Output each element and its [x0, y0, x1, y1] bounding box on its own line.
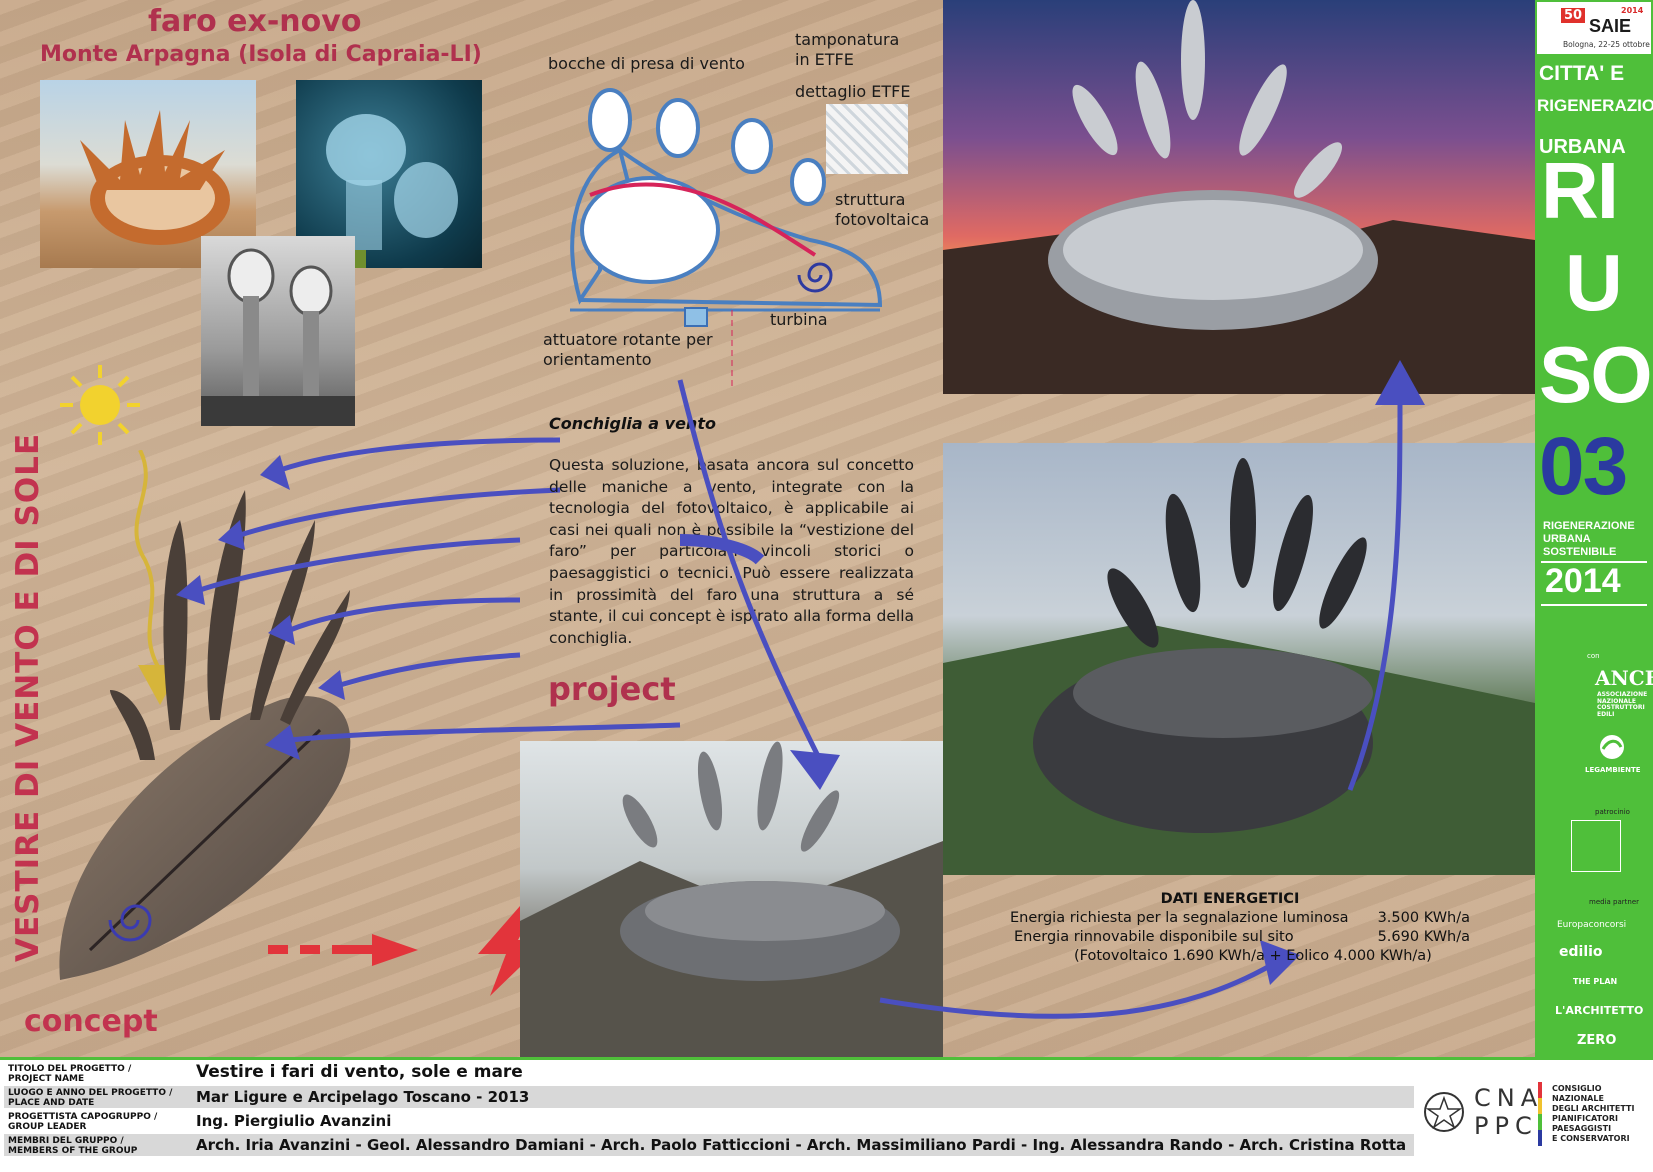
- wind-arrows: [176, 437, 681, 760]
- lightning-icon: [478, 906, 548, 996]
- table-row: TITOLO DEL PROGETTO / PROJECT NAME Vesti…: [4, 1062, 1414, 1084]
- riuso-ri: RI: [1541, 146, 1619, 235]
- label-etfe: tamponatura in ETFE: [795, 30, 900, 69]
- partner-theplan: THE PLAN: [1573, 977, 1618, 986]
- row-label: TITOLO DEL PROGETTO / PROJECT NAME: [8, 1064, 132, 1084]
- ship-ventilator-photo: [201, 236, 355, 426]
- sidebar-heading-1: CITTA' E: [1539, 62, 1625, 85]
- label-pv-structure: struttura fotovoltaica: [835, 190, 930, 229]
- patrocinio-label: patrocinio: [1595, 808, 1630, 816]
- cnappc-letters-top: CNA: [1474, 1084, 1544, 1112]
- label-turbine: turbina: [770, 310, 828, 329]
- sidebar-divider: [1541, 561, 1647, 563]
- sidebar-heading-2: RIGENERAZIONE: [1537, 96, 1653, 115]
- render-coast: [943, 443, 1535, 875]
- project-info-table: TITOLO DEL PROGETTO / PROJECT NAME Vesti…: [0, 1057, 1653, 1172]
- energy-data: DATI ENERGETICI Energia richiesta per la…: [1010, 890, 1470, 966]
- riuso-u: U: [1565, 238, 1623, 327]
- sidebar-divider: [1541, 604, 1647, 606]
- sidebar-sub-1: RIGENERAZIONE: [1543, 520, 1635, 532]
- etfe-detail-swatch: [826, 104, 908, 174]
- row-value: Vestire i fari di vento, sole e mare: [196, 1062, 523, 1082]
- partner-europaconcorsi: Europaconcorsi: [1557, 920, 1627, 930]
- page-title: faro ex-novo: [148, 4, 362, 39]
- emblem-icon: [1424, 1092, 1464, 1132]
- table-row: LUOGO E ANNO DEL PROGETTO / PLACE AND DA…: [4, 1086, 1414, 1108]
- render-sunset: [943, 0, 1535, 394]
- edition-number: 03: [1539, 421, 1628, 512]
- saie-name: SAIE: [1589, 16, 1632, 36]
- red-energy-arrow: [268, 934, 418, 966]
- description-title: Conchiglia a vento: [549, 414, 716, 433]
- sun-icon: [60, 365, 140, 445]
- legambiente-label: LEGAMBIENTE: [1585, 766, 1641, 774]
- energy-row-label: Energia rinnovabile disponibile sul sito: [1014, 929, 1294, 945]
- patron-logo: [1571, 820, 1621, 872]
- table-row: PROGETTISTA CAPOGRUPPO / GROUP LEADER In…: [4, 1110, 1414, 1132]
- cnappc-color-bar: [1538, 1082, 1542, 1146]
- row-label: PROGETTISTA CAPOGRUPPO / GROUP LEADER: [8, 1112, 158, 1132]
- partner-edilio: edilio: [1559, 944, 1603, 960]
- saie-place: Bologna, 22-25 ottobre: [1563, 40, 1650, 49]
- sidebar-sub-2: URBANA: [1543, 533, 1591, 545]
- event-sidebar: 50 2014 SAIE Bologna, 22-25 ottobre CITT…: [1535, 0, 1653, 1060]
- row-value: Ing. Piergiulio Avanzini: [196, 1112, 392, 1130]
- ance-logo: ANCE: [1595, 666, 1653, 690]
- project-label: project: [548, 670, 676, 708]
- partner-larchitetto: L'ARCHITETTO: [1555, 1004, 1644, 1017]
- table-row: MEMBRI DEL GRUPPO / MEMBERS OF THE GROUP…: [4, 1134, 1414, 1156]
- render-cliff-photo: [520, 741, 943, 1060]
- label-etfe-detail: dettaglio ETFE: [795, 82, 911, 101]
- energy-note: (Fotovoltaico 1.690 KWh/a + Eolico 4.000…: [1074, 948, 1432, 964]
- energy-title: DATI ENERGETICI: [1160, 891, 1300, 907]
- energy-row-label: Energia richiesta per la segnalazione lu…: [1010, 910, 1349, 926]
- riuso-so: SO: [1539, 330, 1653, 419]
- energy-row: Energia richiesta per la segnalazione lu…: [1010, 909, 1470, 928]
- row-value: Arch. Iria Avanzini - Geol. Alessandro D…: [196, 1136, 1407, 1154]
- vertical-heading: VESTIRE DI VENTO E DI SOLE: [10, 432, 46, 962]
- energy-row-value: 3.500 KWh/a: [1377, 910, 1470, 926]
- energy-row: Energia rinnovabile disponibile sul sito…: [1010, 928, 1470, 947]
- description-text: Questa soluzione, basata ancora sul conc…: [549, 456, 914, 647]
- row-label: LUOGO E ANNO DEL PROGETTO / PLACE AND DA…: [8, 1088, 173, 1108]
- page-subtitle: Monte Arpagna (Isola di Capraia-LI): [40, 42, 482, 67]
- jellyfish-photo: [296, 80, 482, 268]
- row-label: MEMBRI DEL GRUPPO / MEMBERS OF THE GROUP: [8, 1136, 138, 1156]
- concept-shell-drawing: [59, 490, 351, 980]
- media-partner-label: media partner: [1589, 898, 1640, 906]
- sidebar-year: 2014: [1545, 562, 1621, 600]
- ance-subtitle: ASSOCIAZIONE NAZIONALE COSTRUTTORI EDILI: [1597, 691, 1648, 718]
- partner-zero: ZERO: [1577, 1033, 1617, 1048]
- cnappc-name: CONSIGLIO NAZIONALE DEGLI ARCHITETTI PIA…: [1552, 1084, 1635, 1143]
- sidebar-heading-3: URBANA: [1539, 136, 1626, 158]
- technical-section-diagram: [570, 88, 883, 390]
- cnappc-letters-bottom: PPC: [1474, 1112, 1538, 1140]
- concept-label: concept: [24, 1004, 158, 1039]
- saie-logo: 50 2014 SAIE Bologna, 22-25 ottobre: [1537, 2, 1651, 54]
- saie-year: 2014: [1621, 6, 1644, 15]
- sidebar-sub-3: SOSTENIBILE: [1543, 546, 1617, 558]
- legambiente-icon: [1600, 735, 1624, 759]
- label-intake: bocche di presa di vento: [548, 54, 745, 73]
- saie-badge: 50: [1561, 8, 1586, 23]
- con-label: con: [1587, 652, 1600, 660]
- flow-arrows: [677, 360, 1425, 1019]
- label-actuator: attuatore rotante per orientamento: [543, 330, 713, 369]
- row-value: Mar Ligure e Arcipelago Toscano - 2013: [196, 1088, 530, 1106]
- energy-row-value: 5.690 KWh/a: [1377, 929, 1470, 945]
